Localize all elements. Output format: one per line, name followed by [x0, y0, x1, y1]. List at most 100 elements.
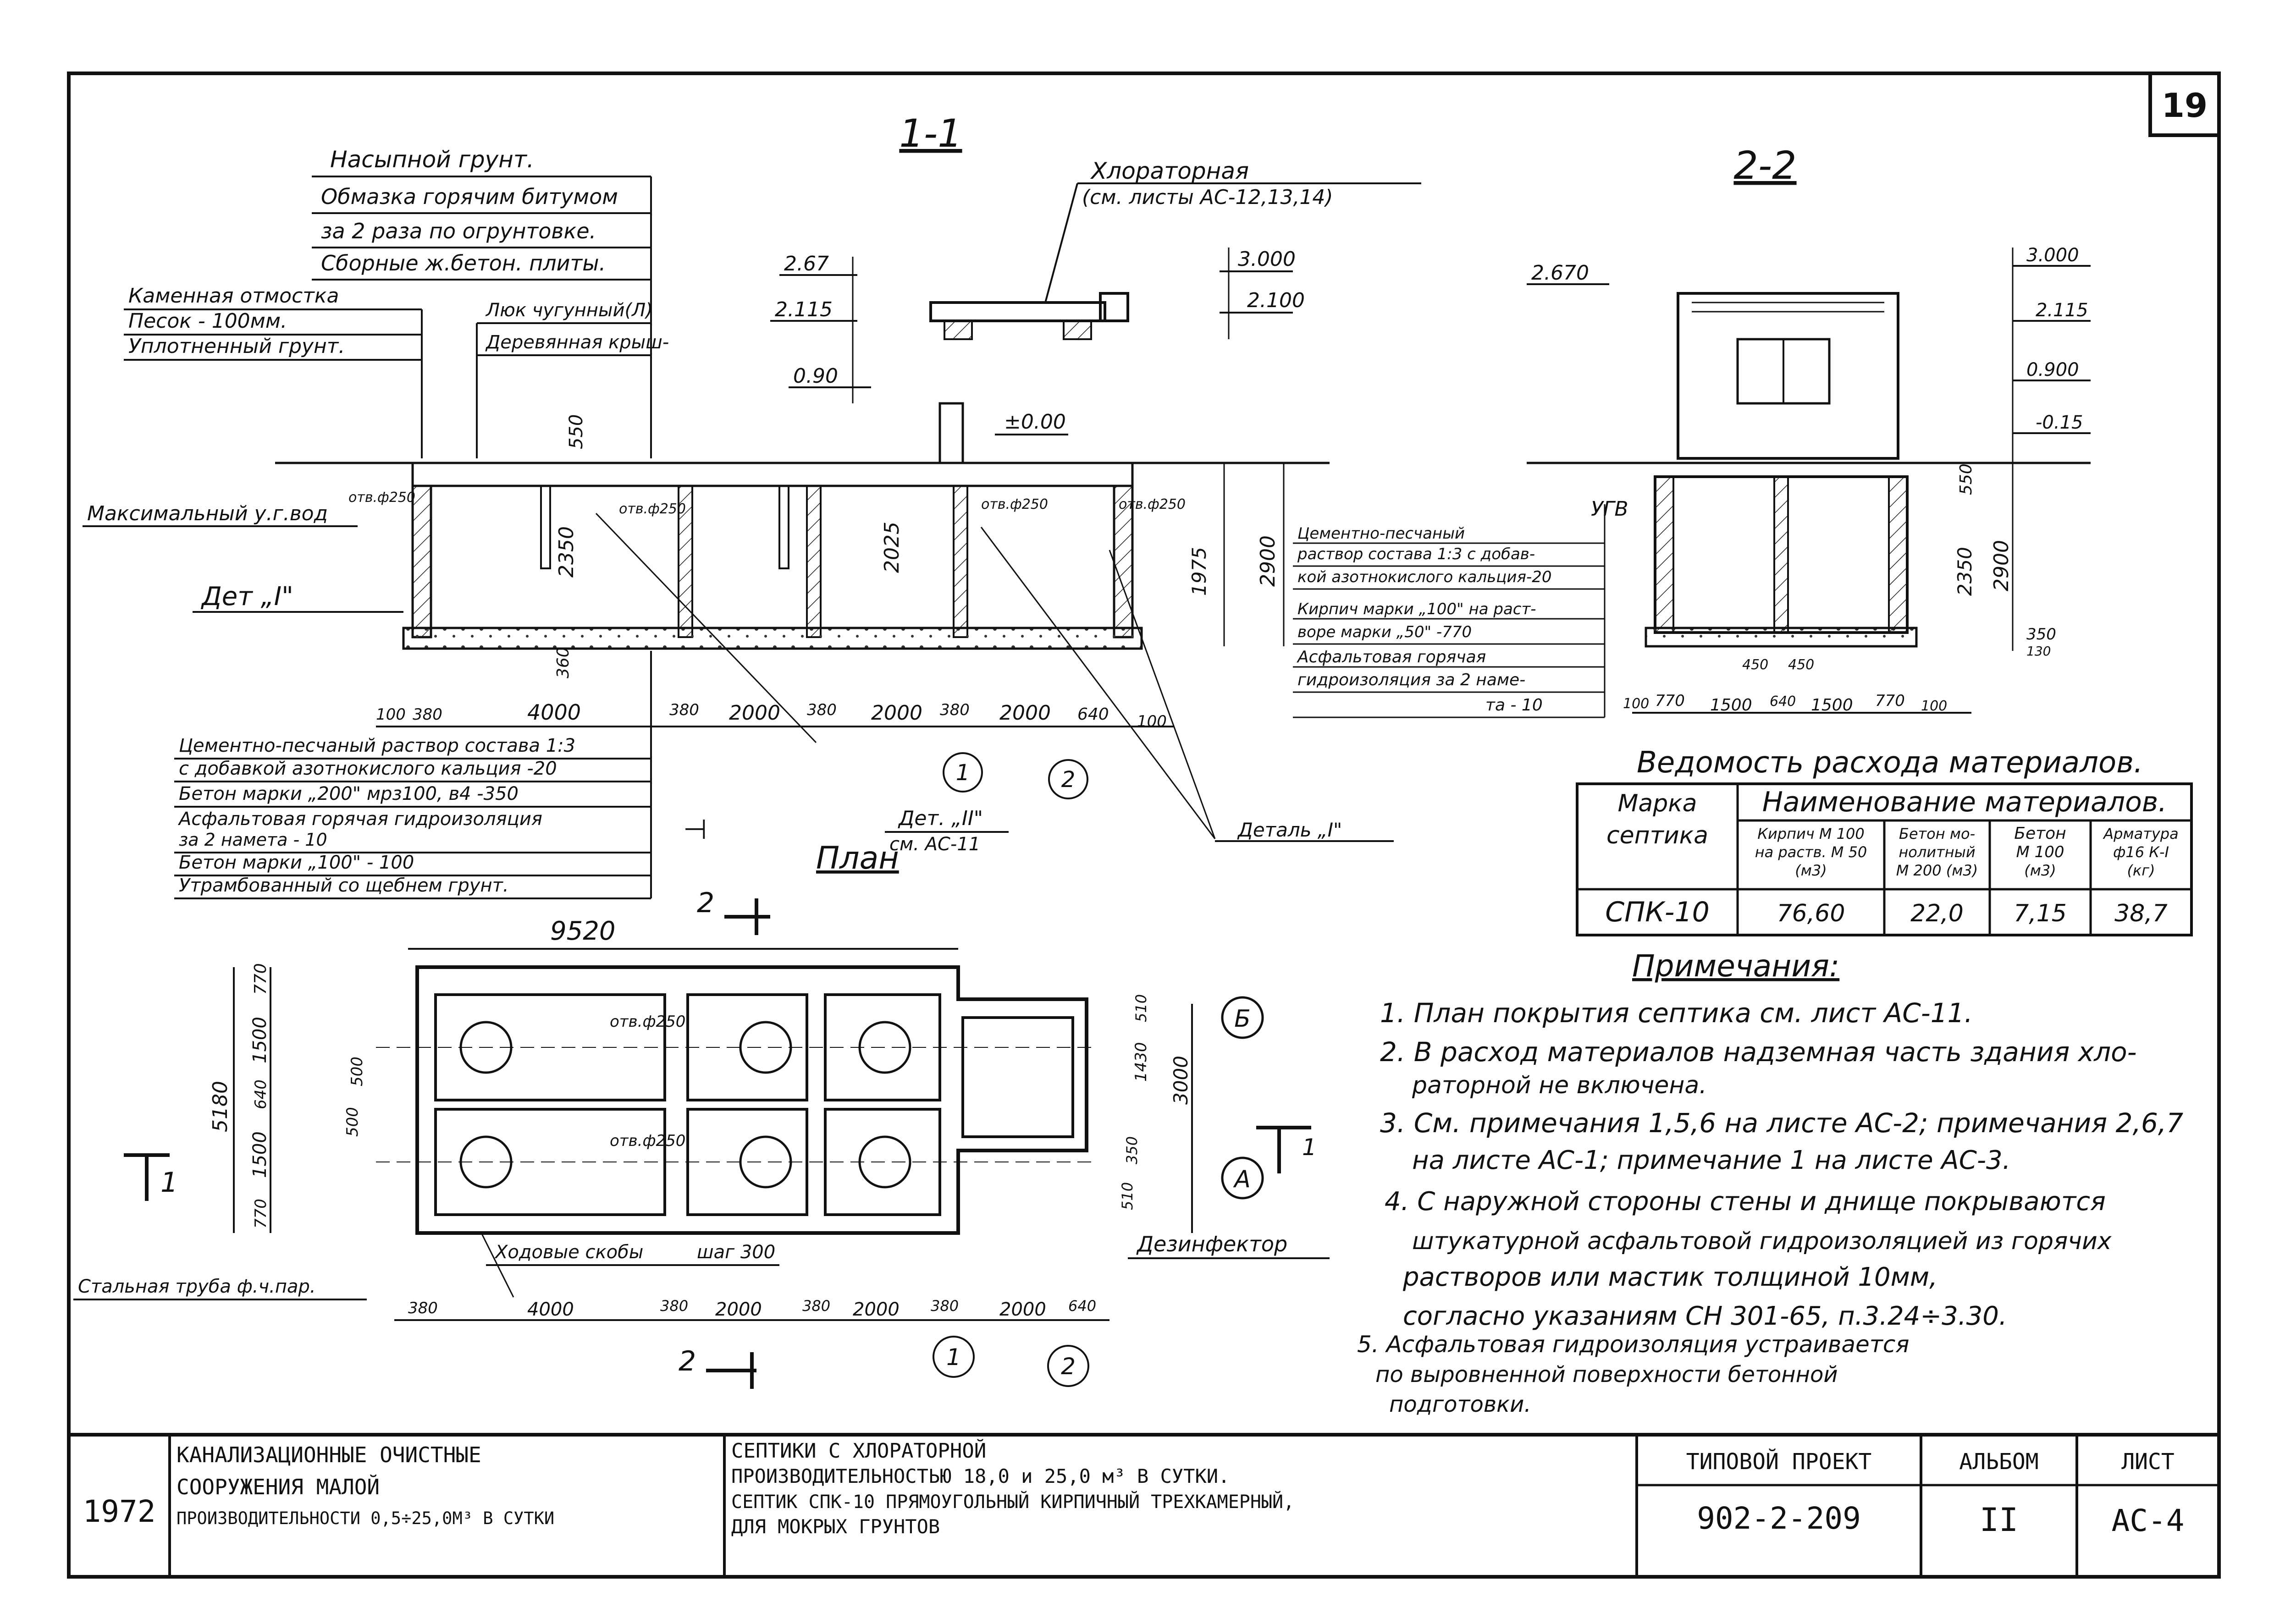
bottom-layer-3: Бетон марки „200" мрз100, в4 -350 — [179, 783, 519, 804]
bottom-layer-5: за 2 намета - 10 — [179, 830, 327, 850]
h2-770: 770 — [1655, 692, 1685, 710]
row-rebar: 38,7 — [2114, 900, 2168, 927]
note-4b: штукатурной асфальтовой гидроизоляцией и… — [1412, 1228, 2112, 1255]
l2-4: воре марки „50" -770 — [1297, 623, 1472, 641]
list-number: АС-4 — [2112, 1503, 2185, 1538]
title-left-1: КАНАЛИЗАЦИОННЫЕ ОЧИСТНЫЕ — [177, 1442, 481, 1467]
ugv-mark: УГВ — [1591, 497, 1628, 521]
h2-770-2: 770 — [1875, 692, 1905, 710]
materials-title: Ведомость расхода материалов. — [1637, 746, 2143, 780]
col-c200-2: нолитный — [1899, 843, 1975, 861]
dim-1975: 1975 — [1188, 547, 1210, 596]
cut-mark-small: ⊣ — [683, 814, 707, 846]
detail-1-label: Дет „I" — [200, 582, 293, 611]
horizontal-dims-1-1: 100 380 4000 380 2000 380 2000 380 2000 … — [376, 700, 1174, 731]
pb-380-4: 380 — [931, 1297, 959, 1315]
h2-450: 450 — [1742, 657, 1768, 673]
note-4d: согласно указаниям СН 301-65, п.3.24÷3.3… — [1403, 1301, 2007, 1331]
col-mark-2: септика — [1606, 822, 1708, 849]
detail-2-label: Дет. „II" — [898, 807, 983, 830]
title-mid-2: ПРОИЗВОДИТЕЛЬНОСТЬЮ 18,0 и 25,0 м³ В СУТ… — [731, 1465, 1230, 1487]
detail-2-ref: см. АС-11 — [889, 834, 980, 855]
layer-primer: за 2 раза по огрунтовке. — [321, 219, 596, 243]
pl-770: 770 — [251, 963, 270, 995]
hdim-100-2: 100 — [1137, 712, 1167, 731]
note-2b: раторной не включена. — [1412, 1072, 1707, 1099]
axes-1-1: 1 2 Дет. „II" см. АС-11 Деталь „I" — [885, 752, 1394, 855]
plan-cut-2-bottom: 2 — [679, 1345, 696, 1377]
layer-bitumen: Обмазка горячим битумом — [321, 184, 618, 209]
sheet-number: 19 — [2162, 86, 2208, 125]
plan-axis-1: 1 — [946, 1344, 961, 1371]
plan-cut-2-top: 2 — [697, 887, 714, 919]
section-2-2: 2-2 2.670 3.000 2.115 0.900 -0.15 УГВ 55… — [1293, 143, 2091, 718]
elevation-marks-1-1: 2.67 2.115 0.90 ±0.00 3.000 2.100 — [770, 248, 1305, 435]
tank-roof — [411, 462, 1134, 487]
table-row: СПК-10 76,60 22,0 7,15 38,7 — [1605, 896, 2168, 928]
h2-1500-2: 1500 — [1811, 696, 1853, 715]
chlorator-label: Хлораторная — [1090, 158, 1249, 184]
baffle-2 — [778, 485, 789, 569]
chlorator-shaft — [938, 402, 964, 464]
hdim-640: 640 — [1077, 705, 1109, 724]
pr-1430: 1430 — [1132, 1042, 1150, 1082]
vertical-dims-2-2: 550 2350 2900 350 130 — [1954, 463, 2056, 659]
l2-0: Цементно-песчаный — [1297, 524, 1465, 543]
level-3-000-b: 3.000 — [2026, 245, 2079, 266]
plan-dims-bottom: 380 4000 380 2000 380 2000 380 2000 640 — [394, 1297, 1109, 1321]
pr-510: 510 — [1132, 994, 1150, 1022]
col-brick-1: Кирпич М 100 — [1757, 825, 1864, 842]
tank-2-2-base — [1645, 627, 1918, 648]
blind-area-soil: Уплотненный грунт. — [128, 335, 345, 358]
dim-550: 550 — [566, 414, 587, 449]
blind-area-stone: Каменная отмостка — [128, 284, 339, 308]
pl-770-2: 770 — [252, 1199, 270, 1228]
pl-1500-2: 1500 — [249, 1131, 270, 1178]
title-year: 1972 — [83, 1494, 156, 1529]
level-0-90: 0.90 — [793, 364, 838, 388]
tank-base — [402, 627, 1143, 650]
title-mid-3: СЕПТИК СПК-10 ПРЯМОУГОЛЬНЫЙ КИРПИЧНЫЙ ТР… — [731, 1491, 1294, 1513]
layer-callouts-2-2: Цементно-песчаный раствор состава 1:3 с … — [1293, 504, 1606, 718]
hdim-2000-2: 2000 — [871, 701, 922, 725]
note-2a: 2. В расход материалов надземная часть з… — [1380, 1036, 2137, 1068]
section-1-1: 1-1 Насыпной грунт. Обмазка горячим биту… — [83, 111, 1421, 899]
materials-table: Ведомость расхода материалов. Марка септ… — [1576, 746, 2193, 936]
level-2-100: 2.100 — [1247, 289, 1305, 312]
title-left-3: ПРОИЗВОДИТЕЛЬНОСТИ 0,5÷25,0М³ В СУТКИ — [177, 1508, 554, 1528]
hdim-380-2: 380 — [669, 701, 699, 719]
h2-100-2: 100 — [1921, 698, 1947, 714]
row-c100: 7,15 — [2014, 900, 2067, 927]
water-level-callout: Максимальный у.г.вод Дет „I" — [83, 502, 403, 613]
hatch-callout: Люк чугунный(Л) Деревянная крыш- — [476, 300, 669, 458]
h2-450-2: 450 — [1788, 657, 1814, 673]
pb-2000-2: 2000 — [853, 1299, 900, 1320]
plan-hole-2: отв.ф250 — [610, 1132, 685, 1150]
chlorator-ref: (см. листы АС-12,13,14) — [1082, 186, 1333, 209]
level-minus-015: -0.15 — [2036, 412, 2083, 433]
pb-4000: 4000 — [527, 1299, 574, 1320]
level-2-670: 2.670 — [1531, 261, 1589, 285]
dim-2025: 2025 — [880, 522, 904, 573]
h2-100: 100 — [1623, 696, 1649, 712]
level-3-000: 3.000 — [1238, 248, 1296, 271]
hole-labels-1-1: отв.ф250 отв.ф250 отв.ф250 отв.ф250 — [348, 490, 1186, 517]
plan-cut-1-right: 1 — [1302, 1134, 1317, 1161]
plan-title: План — [816, 840, 899, 876]
pb-380-2: 380 — [660, 1297, 688, 1315]
v2-130: 130 — [2026, 644, 2051, 659]
pb-640: 640 — [1068, 1297, 1096, 1315]
chlorator-elevation — [1677, 292, 1899, 460]
hdim-380-4: 380 — [940, 701, 970, 719]
title-mid-1: СЕПТИКИ С ХЛОРАТОРНОЙ — [731, 1438, 986, 1463]
layer-callouts-top: Насыпной грунт. Обмазка горячим битумом … — [312, 146, 652, 458]
dim-2350: 2350 — [555, 526, 578, 578]
plan-axis-b: Б — [1234, 1005, 1251, 1033]
col-mark-1: Марка — [1617, 790, 1697, 817]
pb-2000-3: 2000 — [999, 1299, 1046, 1320]
tank-wall-left — [411, 484, 432, 639]
dim-360: 360 — [554, 647, 573, 678]
plan-cut-1-left: 1 — [160, 1167, 178, 1199]
l2-6: гидроизоляция за 2 наме- — [1297, 671, 1525, 689]
